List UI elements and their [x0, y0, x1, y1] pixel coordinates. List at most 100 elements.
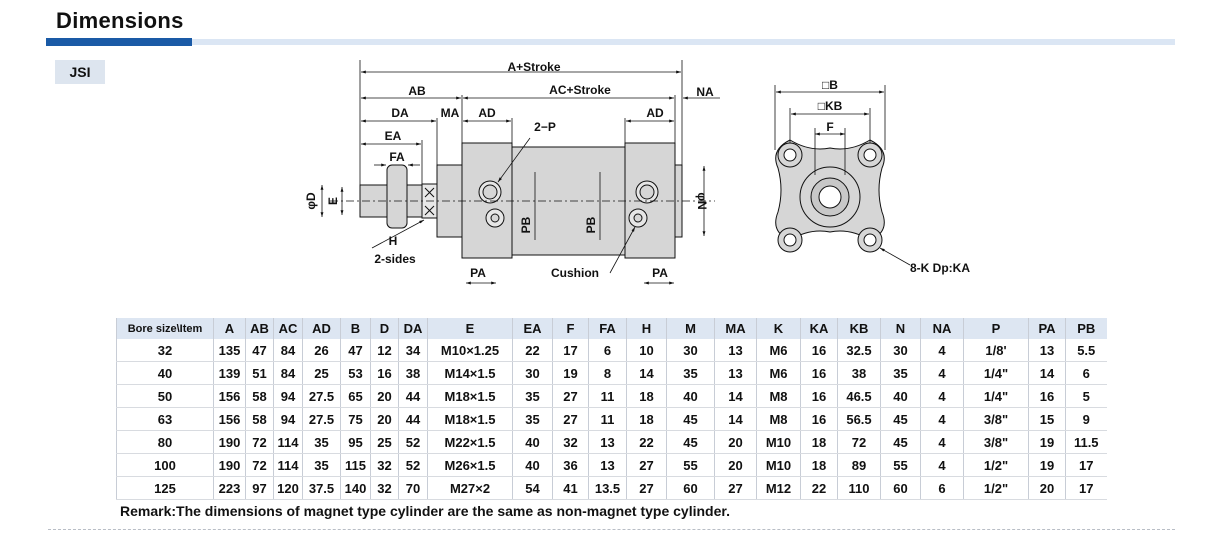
table-cell: M8 — [756, 407, 801, 431]
table-cell: 35 — [302, 430, 341, 454]
table-cell: 97 — [245, 476, 274, 500]
table-cell: 20 — [714, 453, 757, 477]
column-header: FA — [588, 318, 627, 339]
table-cell: 156 — [213, 407, 246, 431]
label-mount: 8-K Dp:KA — [910, 261, 970, 275]
label-ma: MA — [441, 106, 460, 120]
table-cell: 40 — [512, 453, 553, 477]
table-cell: 70 — [398, 476, 428, 500]
table-cell: 35 — [512, 407, 553, 431]
table-cell: 3/8" — [963, 407, 1029, 431]
column-header: N — [880, 318, 921, 339]
table-cell: 60 — [880, 476, 921, 500]
label-a-stroke: A+Stroke — [507, 60, 560, 74]
table-cell: 110 — [837, 476, 881, 500]
table-cell: 32.5 — [837, 339, 881, 362]
label-kb: □KB — [818, 99, 843, 113]
table-cell: 1/4" — [963, 361, 1029, 385]
table-cell: 27 — [626, 453, 667, 477]
table-cell: 22 — [512, 339, 553, 362]
table-cell: 63 — [116, 407, 214, 431]
table-cell: 14 — [626, 361, 667, 385]
table-cell: 17 — [1065, 476, 1107, 500]
dimension-lines — [320, 60, 720, 285]
table-cell: 223 — [213, 476, 246, 500]
table-cell: 27.5 — [302, 384, 341, 408]
table-cell: M10×1.25 — [427, 339, 513, 362]
table-cell: 40 — [880, 384, 921, 408]
column-header: MA — [714, 318, 757, 339]
table-cell: 53 — [340, 361, 371, 385]
table-cell: 38 — [837, 361, 881, 385]
title-underline-accent — [46, 38, 192, 46]
table-cell: 45 — [880, 430, 921, 454]
label-ab: AB — [408, 84, 426, 98]
table-cell: 20 — [370, 384, 399, 408]
table-cell: 58 — [245, 407, 274, 431]
table-cell: 13 — [588, 453, 627, 477]
table-cell: 56.5 — [837, 407, 881, 431]
table-cell: 16 — [800, 339, 838, 362]
table-cell: 6 — [588, 339, 627, 362]
table-cell: 140 — [340, 476, 371, 500]
table-cell: 4 — [920, 453, 964, 477]
table-cell: M27×2 — [427, 476, 513, 500]
remark: Remark:The dimensions of magnet type cyl… — [120, 503, 730, 519]
table-cell: 27.5 — [302, 407, 341, 431]
table-cell: 114 — [273, 430, 303, 454]
table-cell: 1/2" — [963, 476, 1029, 500]
table-cell: 45 — [666, 407, 715, 431]
table-cell: 84 — [273, 339, 303, 362]
side-view — [359, 142, 683, 259]
label-pa-rear: PA — [652, 266, 668, 280]
table-cell: 8 — [588, 361, 627, 385]
label-pb-rear: PB — [584, 216, 598, 233]
column-header: H — [626, 318, 667, 339]
label-e: E — [326, 197, 340, 205]
table-cell: 17 — [1065, 453, 1107, 477]
table-cell: 40 — [666, 384, 715, 408]
table-cell: 25 — [370, 430, 399, 454]
table-cell: 41 — [552, 476, 589, 500]
table-cell: 45 — [666, 430, 715, 454]
table-cell: M26×1.5 — [427, 453, 513, 477]
table-cell: M14×1.5 — [427, 361, 513, 385]
table-cell: 6 — [920, 476, 964, 500]
table-cell: 54 — [512, 476, 553, 500]
table-cell: 114 — [273, 453, 303, 477]
column-header: A — [213, 318, 246, 339]
table-cell: 4 — [920, 430, 964, 454]
table-cell: 32 — [552, 430, 589, 454]
table-cell: 15 — [1028, 407, 1066, 431]
table-cell: 17 — [552, 339, 589, 362]
label-phi-d: φD — [304, 192, 318, 210]
table-cell: 75 — [340, 407, 371, 431]
column-header: D — [370, 318, 399, 339]
table-cell: 3/8" — [963, 430, 1029, 454]
table-cell: 13 — [714, 361, 757, 385]
table-cell: 40 — [116, 361, 214, 385]
table-cell: 58 — [245, 384, 274, 408]
table-cell: 46.5 — [837, 384, 881, 408]
table-cell: 45 — [880, 407, 921, 431]
label-ad-front: AD — [478, 106, 496, 120]
column-header: F — [552, 318, 589, 339]
table-cell: M18×1.5 — [427, 407, 513, 431]
table-cell: 11 — [588, 407, 627, 431]
table-cell: 13 — [1028, 339, 1066, 362]
table-cell: 37.5 — [302, 476, 341, 500]
table-cell: 95 — [340, 430, 371, 454]
table-cell: M18×1.5 — [427, 384, 513, 408]
column-header: PA — [1028, 318, 1066, 339]
table-cell: 94 — [273, 384, 303, 408]
table-cell: 1/4" — [963, 384, 1029, 408]
table-cell: 5.5 — [1065, 339, 1107, 362]
column-header: PB — [1065, 318, 1107, 339]
label-fa: FA — [389, 150, 405, 164]
column-header: AD — [302, 318, 341, 339]
column-header: DA — [398, 318, 428, 339]
